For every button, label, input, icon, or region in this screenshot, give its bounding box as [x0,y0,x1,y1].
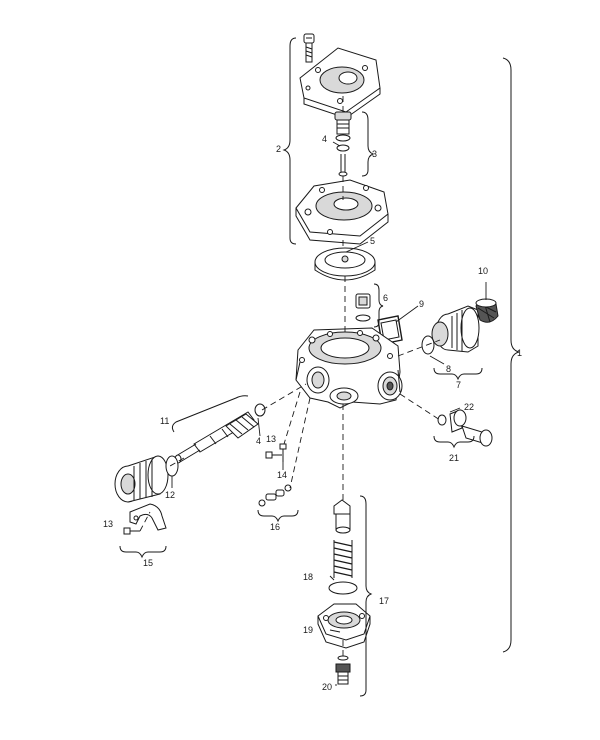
drain-plug-20 [335,663,351,685]
inlet-fitting [421,305,480,355]
lower-valve-poppet [333,499,351,534]
callout-8: 8 [446,364,451,374]
callout-10: 10 [478,266,488,276]
callout-2: 2 [276,144,281,154]
callout-18: 18 [303,572,313,582]
assembly-brace-1 [502,57,520,653]
callout-5: 5 [370,236,375,246]
callout-6: 6 [383,293,388,303]
cover-screw [303,33,315,63]
callout-1: 1 [517,348,522,358]
bottom-cover [317,603,371,649]
top-cover-plate [299,47,381,119]
diaphragm-disc [314,247,376,281]
callout-12: 12 [165,490,175,500]
drive-shaft [174,403,266,464]
spring-washer [328,581,358,595]
callout-9: 9 [419,299,424,309]
strainer-screen [475,298,499,323]
o-ring-19 [337,655,349,661]
callout-3: 3 [372,149,377,159]
screw-14 [279,443,287,462]
valve-stem [334,111,352,177]
callout-15: 15 [143,558,153,568]
callout-4-lower: 4 [256,436,261,446]
callout-4-upper: 4 [322,134,327,144]
diaphragm-housing [295,179,389,245]
leader-lines [171,141,487,686]
mounting-bracket [129,503,167,531]
callout-11: 11 [160,416,169,426]
bleed-valve [258,484,292,507]
assembly-centerlines [139,96,441,656]
pump-body [295,327,403,409]
callout-16: 16 [270,522,280,532]
callout-20: 20 [322,682,332,692]
drain-fitting [437,409,493,447]
callout-labels: 1 2 3 4 4 5 6 7 8 9 10 11 12 13 13 14 15… [103,134,522,692]
callout-22: 22 [464,402,474,412]
screw-13-upper [265,451,282,459]
callout-14: 14 [277,470,287,480]
seal-housing [114,455,179,503]
valve-seat [355,293,371,322]
callout-7: 7 [456,380,461,390]
callout-21: 21 [449,453,459,463]
callout-13-lower: 13 [103,519,113,529]
callout-19: 19 [303,625,313,635]
callout-17: 17 [379,596,389,606]
screw-13-lower [123,527,140,535]
callout-13-upper: 13 [266,434,276,444]
valve-spring [333,540,353,578]
